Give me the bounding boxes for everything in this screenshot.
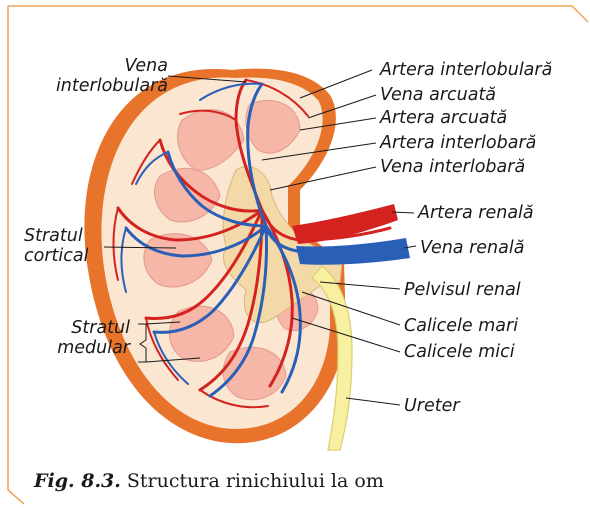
label-vena-arcuata: Vena arcuată (380, 85, 496, 105)
label-artera-interlobara: Artera interlobară (380, 133, 536, 153)
label-stratul-cortical-text: Stratul cortical (24, 226, 88, 266)
label-stratul-medular: Stratul medular (26, 318, 130, 358)
label-pelvisul-renal: Pelvisul renal (404, 280, 521, 300)
figure-number: Fig. 8.3. (34, 470, 121, 492)
label-artera-arcuata: Artera arcuată (380, 108, 507, 128)
label-vena-renala: Vena renală (420, 238, 524, 258)
label-stratul-cortical: Stratul cortical (24, 226, 112, 266)
figure-caption-text: Structura rinichiului la om (127, 470, 384, 492)
label-artera-renala: Artera renală (418, 203, 534, 223)
kidney (84, 69, 410, 450)
label-vena-interlobulara: Vena interlobulară (20, 56, 168, 96)
label-ureter: Ureter (404, 396, 460, 416)
label-calicele-mari: Calicele mari (404, 316, 518, 336)
figure-caption: Fig. 8.3. Structura rinichiului la om (34, 470, 384, 492)
label-vena-interlobara: Vena interlobară (380, 157, 525, 177)
label-stratul-medular-text: Stratul medular (57, 318, 130, 358)
label-artera-interlobulara: Artera interlobulară (380, 60, 552, 80)
label-vena-interlobulara-text: Vena interlobulară (56, 56, 168, 96)
label-calicele-mici: Calicele mici (404, 342, 515, 362)
